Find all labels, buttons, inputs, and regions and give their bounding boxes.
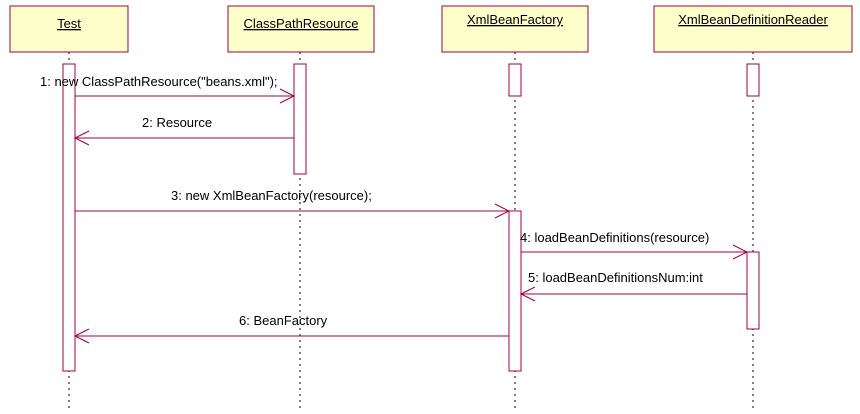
activation-test (62, 63, 76, 372)
message-5-label: 5: loadBeanDefinitionsNum:int (528, 270, 703, 285)
message-6-label: 6: BeanFactory (239, 313, 328, 328)
activation-xmlbeandefinitionreader (746, 251, 760, 330)
object-test-label: Test (57, 16, 81, 31)
activation-xmlbeanfactory (508, 210, 522, 372)
message-3-label: 3: new XmlBeanFactory(resource); (171, 188, 372, 203)
message-5: 5: loadBeanDefinitionsNum:int (519, 270, 747, 302)
object-classpathresource: ClassPathResource (227, 5, 375, 53)
object-classpathresource-label: ClassPathResource (244, 16, 359, 31)
message-2: 2: Resource (73, 115, 294, 146)
object-xmlbeanfactory: XmlBeanFactory (441, 5, 589, 53)
message-1-label: 1: new ClassPathResource("beans.xml"); (40, 74, 278, 89)
activation-classpathresource (293, 63, 307, 175)
message-1: 1: new ClassPathResource("beans.xml"); (40, 74, 296, 104)
message-6: 6: BeanFactory (73, 313, 509, 344)
activation-xmlbeanfactory-idle (508, 63, 522, 97)
message-4-label: 4: loadBeanDefinitions(resource) (520, 230, 709, 245)
message-3: 3: new XmlBeanFactory(resource); (75, 188, 511, 219)
message-4: 4: loadBeanDefinitions(resource) (520, 230, 749, 260)
object-xmlbeanfactory-label: XmlBeanFactory (467, 12, 564, 27)
object-test: Test (9, 5, 129, 53)
object-xmlbeandefinitionreader: XmlBeanDefinitionReader (653, 5, 853, 53)
message-2-label: 2: Resource (142, 115, 212, 130)
object-xmlbeandefinitionreader-label: XmlBeanDefinitionReader (678, 12, 828, 27)
activation-xmlbeandefinitionreader-idle (746, 63, 760, 97)
